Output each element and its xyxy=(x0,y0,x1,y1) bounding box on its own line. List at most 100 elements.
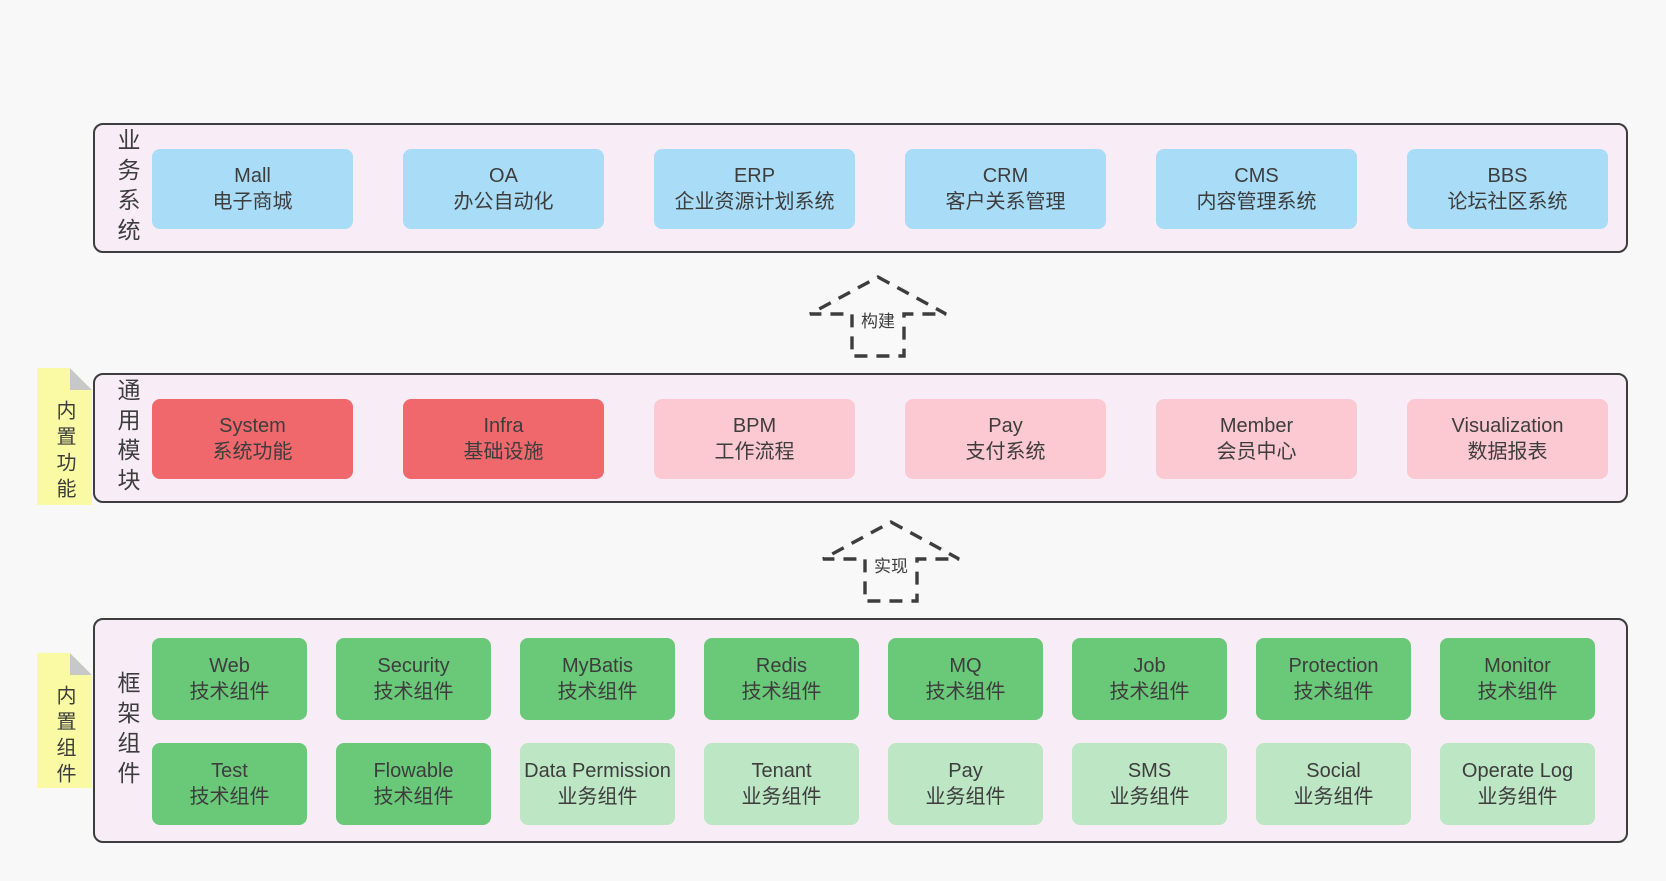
mybatis-box: MyBatis 技术组件 xyxy=(520,638,675,720)
box-desc: 电子商城 xyxy=(212,191,293,213)
box-desc: 办公自动化 xyxy=(453,191,554,213)
crm-box: CRM 客户关系管理 xyxy=(905,149,1106,229)
implement-arrow: 实现 xyxy=(820,520,962,604)
framework-components-panel: 框架组件 Web 技术组件 Security 技术组件 MyBatis 技术组件… xyxy=(93,618,1628,843)
box-desc: 数据报表 xyxy=(1467,441,1548,463)
box-desc: 业务组件 xyxy=(925,786,1006,808)
oa-box: OA 办公自动化 xyxy=(403,149,604,229)
box-desc: 支付系统 xyxy=(965,441,1046,463)
common-modules-row: System 系统功能 Infra 基础设施 BPM 工作流程 Pay 支付系统… xyxy=(152,399,1608,479)
protection-box: Protection 技术组件 xyxy=(1256,638,1411,720)
box-name: Redis xyxy=(755,655,808,677)
box-desc: 企业资源计划系统 xyxy=(674,191,835,213)
social-box: Social 业务组件 xyxy=(1256,743,1411,825)
build-arrow-label: 构建 xyxy=(858,312,898,331)
sms-box: SMS 业务组件 xyxy=(1072,743,1227,825)
box-desc: 技术组件 xyxy=(741,681,822,703)
box-desc: 业务组件 xyxy=(1109,786,1190,808)
box-desc: 基础设施 xyxy=(463,441,544,463)
box-name: Data Permission xyxy=(524,760,671,782)
box-name: Pay xyxy=(988,415,1023,437)
infra-box: Infra 基础设施 xyxy=(403,399,604,479)
box-desc: 技术组件 xyxy=(1293,681,1374,703)
test-box: Test 技术组件 xyxy=(152,743,307,825)
note-text: 内置功能 xyxy=(53,400,75,504)
box-name: CRM xyxy=(982,165,1029,187)
mq-box: MQ 技术组件 xyxy=(888,638,1043,720)
box-name: Security xyxy=(377,655,450,677)
box-desc: 会员中心 xyxy=(1216,441,1297,463)
mall-box: Mall 电子商城 xyxy=(152,149,353,229)
cms-box: CMS 内容管理系统 xyxy=(1156,149,1357,229)
box-name: Web xyxy=(209,655,250,677)
box-desc: 业务组件 xyxy=(741,786,822,808)
bpm-box: BPM 工作流程 xyxy=(654,399,855,479)
box-desc: 业务组件 xyxy=(1293,786,1374,808)
box-name: MQ xyxy=(949,655,982,677)
box-desc: 技术组件 xyxy=(373,786,454,808)
business-systems-panel: 业务系统 Mall 电子商城 OA 办公自动化 ERP 企业资源计划系统 CRM… xyxy=(93,123,1628,253)
box-name: Social xyxy=(1306,760,1361,782)
box-name: Monitor xyxy=(1484,655,1551,677)
box-name: BPM xyxy=(732,415,777,437)
member-box: Member 会员中心 xyxy=(1156,399,1357,479)
box-desc: 工作流程 xyxy=(714,441,795,463)
tenant-box: Tenant 业务组件 xyxy=(704,743,859,825)
framework-components-row-1: Web 技术组件 Security 技术组件 MyBatis 技术组件 Redi… xyxy=(152,638,1595,720)
box-name: Member xyxy=(1219,415,1294,437)
pay-module-box: Pay 支付系统 xyxy=(905,399,1106,479)
redis-box: Redis 技术组件 xyxy=(704,638,859,720)
box-desc: 技术组件 xyxy=(557,681,638,703)
builtin-components-note: 内置组件 xyxy=(37,653,92,788)
box-name: CMS xyxy=(1234,165,1279,187)
framework-components-row-2: Test 技术组件 Flowable 技术组件 Data Permission … xyxy=(152,743,1595,825)
data-permission-box: Data Permission 业务组件 xyxy=(520,743,675,825)
box-name: SMS xyxy=(1127,760,1172,782)
box-name: Job xyxy=(1133,655,1166,677)
business-systems-row: Mall 电子商城 OA 办公自动化 ERP 企业资源计划系统 CRM 客户关系… xyxy=(152,149,1608,229)
note-fold-corner xyxy=(70,653,92,675)
build-arrow: 构建 xyxy=(807,275,949,359)
box-name: Operate Log xyxy=(1461,760,1574,782)
visualization-box: Visualization 数据报表 xyxy=(1407,399,1608,479)
box-name: OA xyxy=(489,165,518,187)
erp-box: ERP 企业资源计划系统 xyxy=(654,149,855,229)
box-name: Mall xyxy=(234,165,271,187)
box-desc: 技术组件 xyxy=(373,681,454,703)
box-desc: 技术组件 xyxy=(1477,681,1558,703)
box-name: Pay xyxy=(948,760,983,782)
box-name: Visualization xyxy=(1451,415,1564,437)
box-desc: 技术组件 xyxy=(189,786,270,808)
pay-component-box: Pay 业务组件 xyxy=(888,743,1043,825)
box-desc: 业务组件 xyxy=(557,786,638,808)
box-name: MyBatis xyxy=(561,655,634,677)
common-modules-panel: 通用模块 System 系统功能 Infra 基础设施 BPM 工作流程 Pay… xyxy=(93,373,1628,503)
box-desc: 业务组件 xyxy=(1477,786,1558,808)
box-desc: 内容管理系统 xyxy=(1196,191,1317,213)
box-name: System xyxy=(219,415,286,437)
note-text: 内置组件 xyxy=(53,685,75,789)
box-desc: 系统功能 xyxy=(212,441,293,463)
box-name: ERP xyxy=(733,165,776,187)
bbs-box: BBS 论坛社区系统 xyxy=(1407,149,1608,229)
operate-log-box: Operate Log 业务组件 xyxy=(1440,743,1595,825)
monitor-box: Monitor 技术组件 xyxy=(1440,638,1595,720)
box-name: BBS xyxy=(1487,165,1528,187)
box-desc: 客户关系管理 xyxy=(945,191,1066,213)
job-box: Job 技术组件 xyxy=(1072,638,1227,720)
web-box: Web 技术组件 xyxy=(152,638,307,720)
box-name: Infra xyxy=(483,415,524,437)
box-name: Flowable xyxy=(373,760,454,782)
business-systems-label: 业务系统 xyxy=(114,128,140,248)
box-desc: 技术组件 xyxy=(1109,681,1190,703)
box-desc: 技术组件 xyxy=(925,681,1006,703)
system-box: System 系统功能 xyxy=(152,399,353,479)
box-desc: 论坛社区系统 xyxy=(1447,191,1568,213)
box-name: Tenant xyxy=(751,760,812,782)
security-box: Security 技术组件 xyxy=(336,638,491,720)
note-fold-corner xyxy=(70,368,92,390)
framework-components-label: 框架组件 xyxy=(114,670,140,791)
flowable-box: Flowable 技术组件 xyxy=(336,743,491,825)
box-desc: 技术组件 xyxy=(189,681,270,703)
